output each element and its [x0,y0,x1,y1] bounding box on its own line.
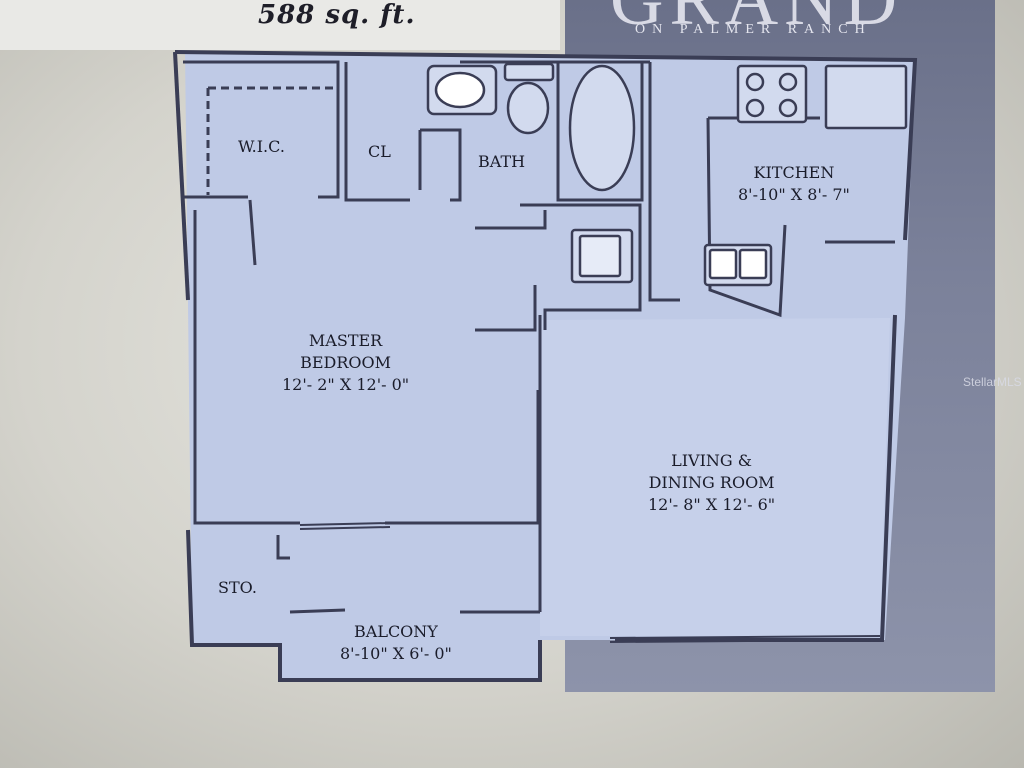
room-living: LIVING & DINING ROOM 12'- 8" X 12'- 6" [648,450,775,516]
room-master-bedroom: MASTER BEDROOM 12'- 2" X 12'- 0" [282,330,409,396]
room-kitchen: KITCHEN 8'-10" X 8'- 7" [738,162,850,206]
toilet-bowl-icon [506,81,550,135]
brand-subtitle: ON PALMER RANCH [635,22,872,37]
room-master-name1: MASTER [308,331,383,350]
room-closet: CL [368,141,391,163]
room-balcony-name: BALCONY [354,622,438,641]
room-wic: W.I.C. [238,136,285,158]
room-closet-name: CL [368,142,391,161]
room-balcony-dims: 8'-10" X 6'- 0" [340,644,452,663]
room-bath-name: BATH [478,152,526,171]
room-kitchen-dims: 8'-10" X 8'- 7" [738,185,850,204]
room-bath: BATH [478,151,525,173]
room-master-dims: 12'- 2" X 12'- 0" [282,375,410,394]
toilet-tank-icon [503,62,555,82]
room-storage-name: STO. [218,578,257,597]
room-wic-name: W.I.C. [238,137,285,156]
outer-walls [173,50,918,682]
room-living-name1: LIVING & [671,451,753,470]
fridge-icon [824,64,908,130]
sliding-doors [299,522,881,643]
bathtub-icon [568,64,636,192]
room-living-name2: DINING ROOM [648,473,775,492]
room-balcony: BALCONY 8'-10" X 6'- 0" [340,621,452,665]
room-master-name2: BEDROOM [300,353,392,372]
room-living-dims: 12'- 8" X 12'- 6" [648,495,776,514]
inner-walls [183,60,895,614]
living-fill [540,318,890,636]
brand-name: GRAND [610,0,904,41]
paper-top-strip [0,0,560,50]
watermark: StellarMLS [963,375,1022,389]
room-kitchen-name: KITCHEN [753,163,835,182]
fixtures [426,62,908,287]
square-footage: 588 sq. ft. [258,0,416,30]
room-storage: STO. [218,577,257,599]
